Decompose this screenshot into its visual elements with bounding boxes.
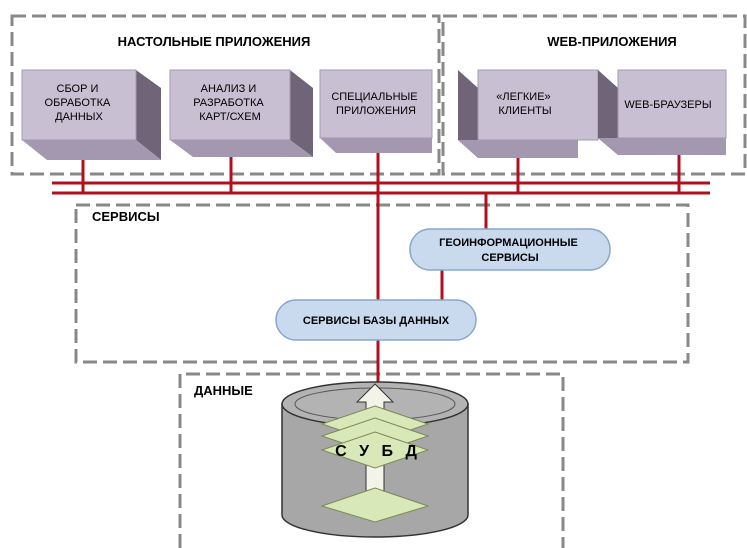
db-services-pill: СЕРВИСЫ БАЗЫ ДАННЫХ	[275, 299, 477, 341]
web-region-frame	[441, 14, 747, 176]
dbms-label: С У Б Д	[335, 443, 421, 460]
services-region-title: СЕРВИСЫ	[92, 209, 160, 224]
services-region-frame	[74, 203, 690, 364]
app-analysis-line1: АНАЛИЗ И	[201, 83, 257, 95]
data-region-title: ДАННЫЕ	[194, 383, 253, 398]
app-special-line2: ПРИЛОЖЕНИЯ	[336, 105, 416, 117]
app-box-special: СПЕЦИАЛЬНЫЕ ПРИЛОЖЕНИЯ	[319, 69, 433, 153]
app-collect-line2: ОБРАБОТКА	[45, 97, 111, 109]
app-analysis-line2: РАЗРАБОТКА	[193, 97, 264, 109]
app-box-browsers: WEB-БРАУЗЕРЫ	[598, 69, 727, 155]
desktop-region-frame	[10, 14, 441, 176]
web-region-title: WEB-ПРИЛОЖЕНИЯ	[547, 34, 677, 49]
data-layers	[320, 405, 430, 523]
svg-text:СЕРВИСЫ БАЗЫ ДАННЫХ: СЕРВИСЫ БАЗЫ ДАННЫХ	[303, 315, 450, 327]
app-collect-line3: ДАННЫХ	[55, 111, 103, 123]
svg-text:WEB-БРАУЗЕРЫ: WEB-БРАУЗЕРЫ	[624, 99, 711, 111]
app-collect-line1: СБОР И	[57, 83, 99, 95]
svg-text:ГЕОИНФОРМАЦИОННЫЕ СЕРВИС: ГЕОИНФОРМАЦИОННЫЕ СЕРВИСЫ	[439, 237, 581, 264]
data-region-frame	[178, 372, 565, 548]
svg-text:«ЛЕГКИЕ» КЛИЕНТЫ: «ЛЕГКИЕ» КЛИЕНТЫ	[496, 91, 553, 117]
app-light-line1: «ЛЕГКИЕ»	[496, 91, 550, 103]
app-box-light-clients: «ЛЕГКИЕ» КЛИЕНТЫ	[458, 69, 599, 158]
geo-services-pill: ГЕОИНФОРМАЦИОННЫЕ СЕРВИСЫ	[409, 228, 611, 271]
geo-services-line2: СЕРВИСЫ	[481, 252, 538, 264]
svg-text:СПЕЦИАЛЬНЫЕ ПРИЛОЖЕНИЯ: СПЕЦИАЛЬНЫЕ ПРИЛОЖЕНИЯ	[331, 91, 420, 117]
app-light-line2: КЛИЕНТЫ	[498, 105, 551, 117]
geo-services-line1: ГЕОИНФОРМАЦИОННЫЕ	[439, 237, 578, 249]
desktop-region-title: НАСТОЛЬНЫЕ ПРИЛОЖЕНИЯ	[118, 34, 311, 49]
app-box-collect: СБОР И ОБРАБОТКА ДАННЫХ	[21, 69, 161, 160]
db-services-line1: СЕРВИСЫ БАЗЫ ДАННЫХ	[303, 315, 450, 327]
app-analysis-line3: КАРТ/СХЕМ	[199, 111, 261, 123]
svg-text:АНАЛИЗ И РАЗРАБОТКА: АНАЛИЗ И РАЗРАБОТКА КАРТ/СХЕМ	[193, 83, 267, 123]
app-special-line1: СПЕЦИАЛЬНЫЕ	[331, 91, 417, 103]
svg-text:СБОР И ОБРАБОТКА Д: СБОР И ОБРАБОТКА ДАННЫХ	[45, 83, 114, 123]
app-box-analysis: АНАЛИЗ И РАЗРАБОТКА КАРТ/СХЕМ	[169, 69, 313, 157]
app-browsers-line1: WEB-БРАУЗЕРЫ	[624, 99, 711, 111]
